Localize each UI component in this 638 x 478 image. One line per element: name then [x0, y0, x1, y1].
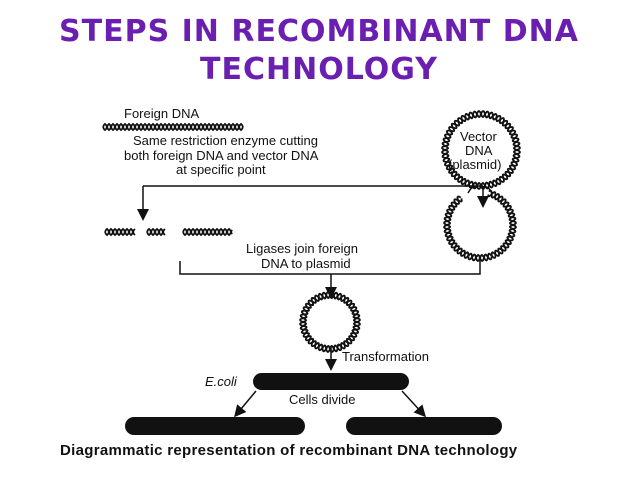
vector-plasmid [441, 110, 521, 190]
cut-text-line-1: Same restriction enzyme cutting [133, 133, 318, 148]
foreign-dna-fragments [104, 227, 233, 237]
cut-text-line-2: both foreign DNA and vector DNA [124, 148, 319, 163]
ligase-text-line-2: DNA to plasmid [261, 256, 351, 271]
vector-label-line-1: Vector [460, 129, 498, 144]
vector-label-line-2: DNA [465, 143, 493, 158]
cut-text-line-3: at specific point [176, 162, 266, 177]
foreign-dna-strand [102, 122, 244, 132]
daughter-cell-left [125, 417, 305, 435]
slide-title-line-2: Technology [200, 52, 438, 87]
ecoli-label: E.coli [205, 374, 238, 389]
foreign-dna-label: Foreign DNA [124, 106, 199, 121]
ligase-text-line-1: Ligases join foreign [246, 241, 358, 256]
slide-title-line-1: Steps in Recombinant DNA [59, 14, 579, 49]
join-bracket [179, 258, 481, 275]
arrow-divide-left [234, 390, 257, 418]
arrow-divide-right [401, 390, 427, 418]
transformation-label: Transformation [342, 349, 429, 364]
cells-divide-label: Cells divide [289, 392, 355, 407]
recombinant-plasmid [299, 291, 361, 353]
vector-label-line-3: (plasmid) [448, 157, 501, 172]
daughter-cell-right [346, 417, 502, 435]
diagram-caption: Diagrammatic representation of recombina… [60, 442, 518, 459]
ecoli-cell [253, 373, 409, 390]
cut-plasmid [443, 185, 517, 262]
